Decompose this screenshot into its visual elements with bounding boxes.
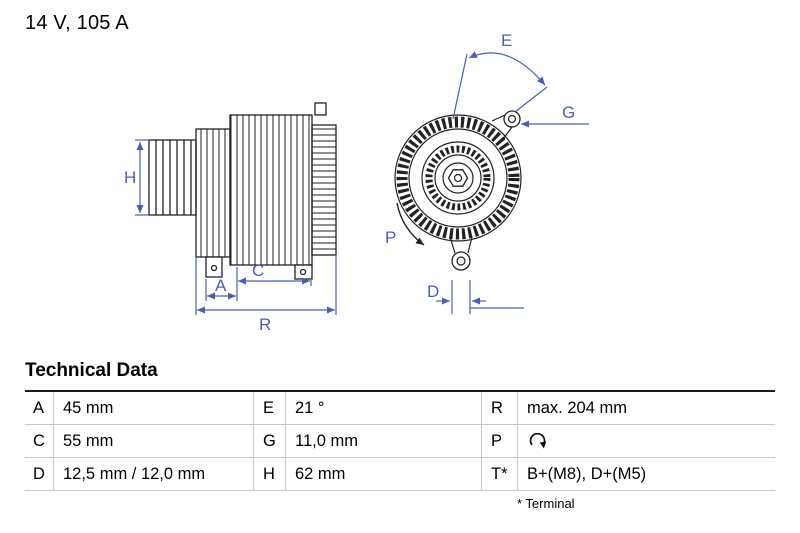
rear-cover (311, 124, 337, 256)
mount-lug-right (294, 264, 313, 280)
table-cell-value: 55 mm (53, 425, 253, 458)
rotation-direction-arrow (396, 202, 425, 246)
table-cell-key: T* (481, 458, 517, 491)
table-cell-key: C (25, 425, 53, 458)
pulley-grooves (155, 140, 192, 215)
table-cell-key: D (25, 458, 53, 491)
dim-label-g: G (562, 103, 575, 122)
table-cell-key: R (481, 392, 517, 425)
fan-fins-ring (396, 116, 520, 240)
table-cell-value: 11,0 mm (285, 425, 481, 458)
table-cell-key: P (481, 425, 517, 458)
alternator-technical-drawing: H A C R (124, 31, 589, 334)
table-cell-key: A (25, 392, 53, 425)
dim-label-r: R (259, 315, 271, 334)
table-cell-p-value (517, 425, 775, 458)
table-cell-key: H (253, 458, 285, 491)
side-view-dimensions (135, 139, 337, 315)
terminal-stud (314, 102, 327, 116)
dim-label-a: A (215, 276, 227, 295)
dim-label-c: C (252, 261, 264, 280)
top-lug-hole (507, 114, 517, 124)
page-title: 14 V, 105 A (25, 12, 129, 34)
lug-hole-left (210, 264, 218, 272)
rotor-teeth-ring (425, 145, 491, 211)
front-view-drawing (394, 110, 522, 271)
table-cell-key: G (253, 425, 285, 458)
front-bracket (195, 128, 231, 258)
table-cell-value: 62 mm (285, 458, 481, 491)
mount-lug-left (205, 256, 223, 278)
rotation-icon (529, 432, 547, 449)
terminal-footnote: * Terminal (517, 496, 575, 511)
table-cell-value: B+(M8), D+(M5) (517, 458, 775, 491)
technical-data-section: Technical Data A 45 mm E 21 ° R max. 204… (25, 360, 775, 511)
table-cell-value: 45 mm (53, 392, 253, 425)
technical-data-table: A 45 mm E 21 ° R max. 204 mm C 55 mm G 1… (25, 390, 775, 491)
lug-hole-right (299, 268, 307, 276)
table-cell-value: 21 ° (285, 392, 481, 425)
front-view-dimensions (436, 51, 589, 314)
bottom-lug-hole (456, 256, 466, 266)
dim-arc-e (468, 51, 546, 86)
shaft-nut (447, 169, 469, 187)
dim-label-e: E (501, 31, 512, 50)
table-cell-key: E (253, 392, 285, 425)
dim-label-d: D (427, 282, 439, 301)
top-lug (503, 110, 521, 128)
dim-label-h: H (124, 168, 136, 187)
table-cell-value: 12,5 mm / 12,0 mm (53, 458, 253, 491)
dim-label-p: P (385, 228, 396, 247)
side-view-drawing (148, 102, 337, 280)
section-title: Technical Data (25, 360, 158, 381)
stator-body (229, 114, 313, 266)
bottom-lug (451, 251, 471, 271)
table-cell-value: max. 204 mm (517, 392, 775, 425)
